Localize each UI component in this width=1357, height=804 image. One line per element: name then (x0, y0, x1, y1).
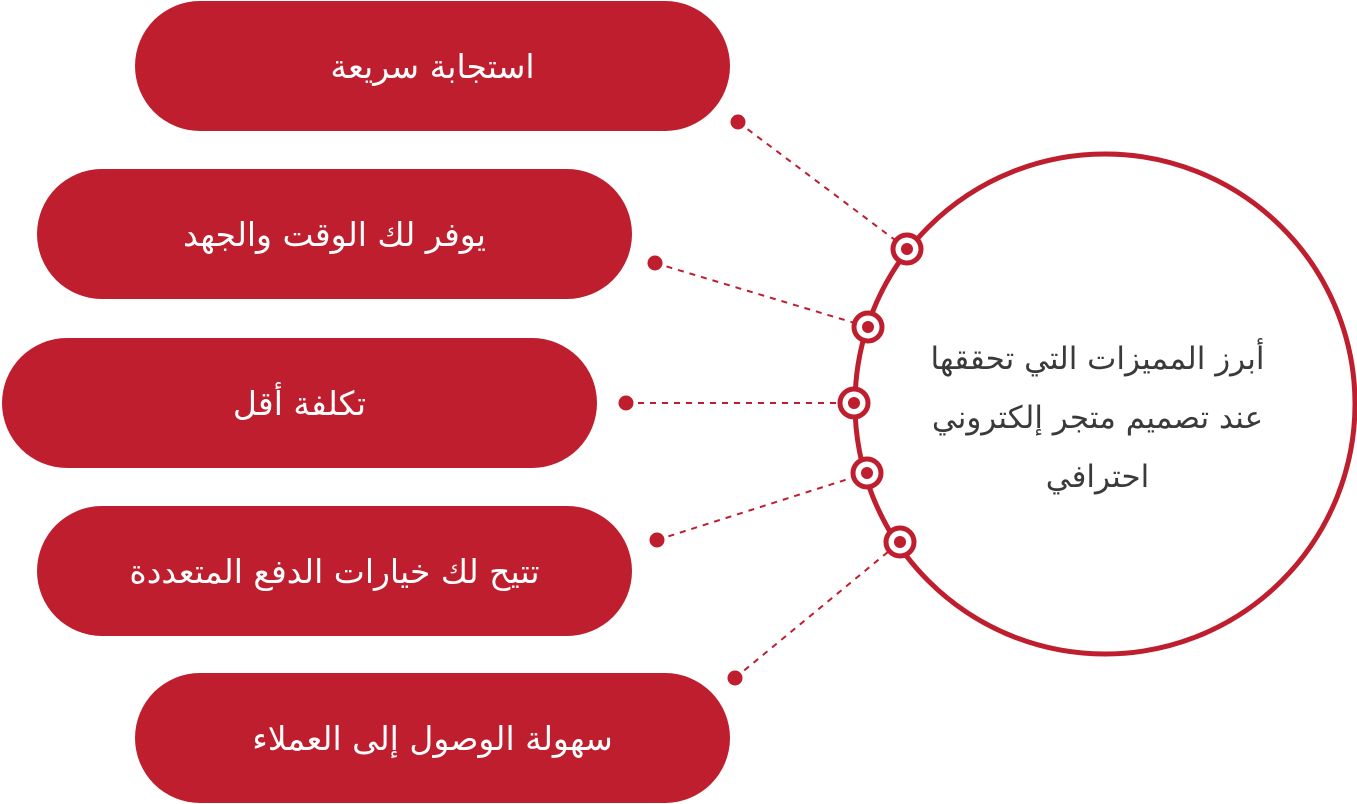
center-title: أبرز المميزات التي تحققها عند تصميم متجر… (885, 330, 1310, 507)
center-title-line-3: احترافي (1045, 458, 1150, 495)
feature-label: تكلفة أقل (232, 383, 367, 423)
feature-pill-fast-response: استجابة سريعة (135, 1, 730, 131)
feature-label: يوفر لك الوقت والجهد (183, 214, 486, 254)
center-title-line-2: عند تصميم متجر إلكتروني (931, 399, 1264, 436)
connector-dot (647, 255, 663, 271)
connector-dot (727, 670, 743, 686)
connector-dot (730, 114, 746, 130)
connector-4 (649, 456, 884, 548)
connector-2 (647, 255, 885, 344)
feature-pill-customer-reach: سهولة الوصول إلى العملاء (135, 673, 730, 803)
connector-dot (649, 532, 665, 548)
connector-3 (618, 386, 871, 420)
feature-pill-payment-options: تتيح لك خيارات الدفع المتعددة (37, 506, 632, 636)
feature-label: استجابة سريعة (330, 46, 535, 86)
center-title-line-1: أبرز المميزات التي تحققها (930, 341, 1265, 377)
feature-pill-saves-time: يوفر لك الوقت والجهد (37, 169, 632, 299)
connector-dot (618, 395, 634, 411)
feature-label: تتيح لك خيارات الدفع المتعددة (129, 551, 540, 591)
connector-1 (730, 114, 924, 266)
feature-pill-lower-cost: تكلفة أقل (2, 338, 597, 468)
connector-5 (727, 525, 917, 686)
feature-label: سهولة الوصول إلى العملاء (252, 718, 613, 758)
